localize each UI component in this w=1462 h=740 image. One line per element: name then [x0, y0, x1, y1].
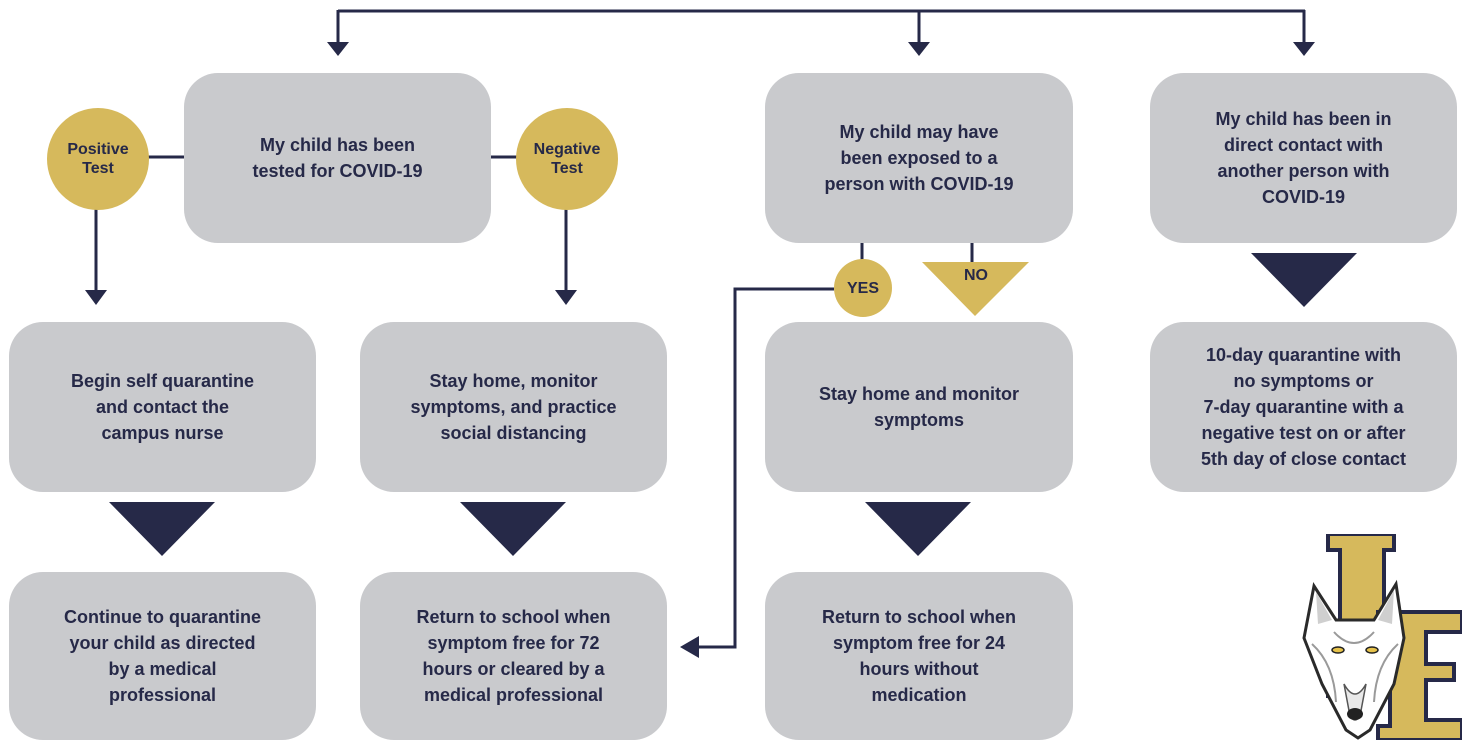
- no-label: NO: [964, 267, 988, 284]
- node-return-24: Return to school when symptom free for 2…: [765, 572, 1073, 740]
- wolf-ear-right: [1378, 590, 1394, 624]
- node-self-quarantine: Begin self quarantine and contact the ca…: [9, 322, 316, 492]
- yes-badge: YES: [834, 259, 892, 317]
- positive-arrowhead: [85, 290, 107, 305]
- node-return-72: Return to school when symptom free for 7…: [360, 572, 667, 740]
- flow-triangle-2: [460, 502, 566, 556]
- wolf-eye-left: [1331, 646, 1345, 654]
- arrowhead-2: [908, 42, 930, 56]
- yes-route-line: [697, 287, 834, 649]
- node-quarantine-options: 10-day quarantine with no symptoms or 7-…: [1150, 322, 1457, 492]
- flow-triangle-4: [1251, 253, 1357, 307]
- flow-triangle-1: [109, 502, 215, 556]
- yes-route-arrowhead: [680, 636, 699, 658]
- flow-triangle-3: [865, 502, 971, 556]
- wolf-nose: [1347, 708, 1363, 720]
- negative-test-badge: Negative Test: [516, 108, 618, 210]
- wolf-mascot-icon: [1302, 534, 1462, 740]
- wolf-ear-left: [1316, 592, 1332, 624]
- node-stay-home-monitor: Stay home and monitor symptoms: [765, 322, 1073, 492]
- node-exposed: My child may have been exposed to a pers…: [765, 73, 1073, 243]
- positive-test-badge: Positive Test: [47, 108, 149, 210]
- negative-arrowhead: [555, 290, 577, 305]
- arrowhead-3: [1293, 42, 1315, 56]
- no-triangle: [922, 262, 1029, 316]
- node-continue-quarantine: Continue to quarantine your child as dir…: [9, 572, 316, 740]
- wolf-fur-shading: [1311, 631, 1399, 703]
- arrowhead-1: [327, 42, 349, 56]
- wolf-head: [1302, 579, 1406, 740]
- node-tested: My child has been tested for COVID-19: [184, 73, 491, 243]
- wolf-eye-right: [1365, 646, 1379, 654]
- node-direct-contact: My child has been in direct contact with…: [1150, 73, 1457, 243]
- node-stay-home-distancing: Stay home, monitor symptoms, and practic…: [360, 322, 667, 492]
